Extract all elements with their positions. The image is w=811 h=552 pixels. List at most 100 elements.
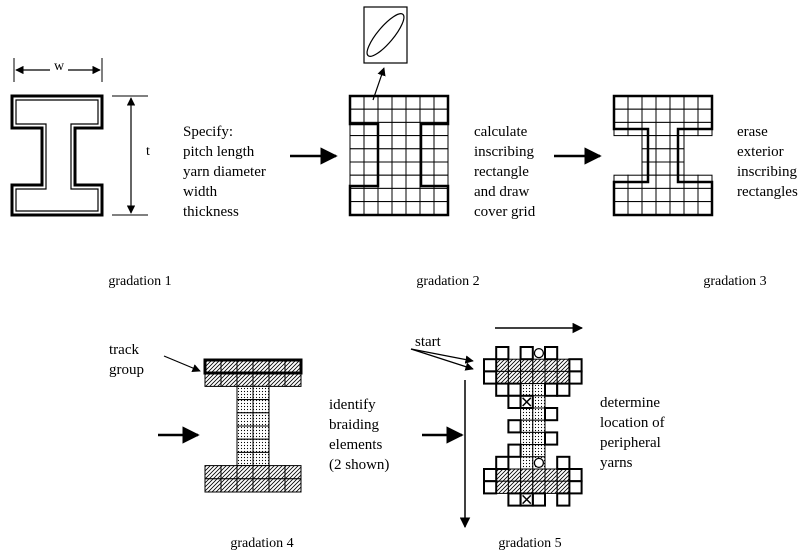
grid-cell bbox=[391, 121, 407, 137]
specify-line-1: Specify: bbox=[183, 124, 233, 140]
peripheral-yarn-cell bbox=[568, 370, 583, 385]
braiding-cell bbox=[204, 372, 222, 387]
braiding-cell bbox=[236, 385, 254, 401]
grid-cell bbox=[349, 187, 365, 203]
grid-cell bbox=[363, 108, 379, 123]
braiding-cell bbox=[236, 465, 254, 480]
braiding-cell bbox=[220, 465, 238, 480]
peripheral-yarn-cell bbox=[507, 382, 522, 397]
grid-cell bbox=[405, 201, 421, 216]
braiding-cell bbox=[236, 359, 254, 374]
gradation-2-label: gradation 2 bbox=[416, 274, 479, 289]
peripheral-yarn-cell bbox=[544, 407, 559, 422]
core-cell bbox=[495, 468, 509, 482]
core-cell bbox=[495, 358, 509, 372]
braiding-cell bbox=[236, 425, 254, 440]
grid-cell bbox=[391, 187, 407, 203]
grid-cell bbox=[363, 135, 379, 150]
braiding-cell bbox=[252, 399, 270, 414]
grid-cell bbox=[655, 161, 671, 176]
grid-cell bbox=[363, 95, 379, 110]
grid-cell bbox=[669, 201, 685, 216]
braiding-cell bbox=[284, 465, 302, 480]
braiding-cell bbox=[252, 359, 270, 374]
braiding-cell bbox=[252, 438, 270, 453]
grid-cell bbox=[697, 187, 713, 203]
core-cell bbox=[507, 468, 522, 482]
braiding-cell bbox=[204, 478, 222, 493]
core-cell bbox=[507, 480, 522, 494]
circle-marker bbox=[533, 457, 545, 469]
grid-cell bbox=[391, 135, 407, 150]
grid-cell bbox=[349, 135, 365, 150]
grid-cell bbox=[697, 201, 713, 216]
grid-cell bbox=[683, 95, 699, 110]
grid-cell bbox=[405, 121, 421, 137]
grid-cell bbox=[627, 201, 643, 216]
grid-cell bbox=[377, 121, 393, 137]
grid-cell bbox=[391, 174, 407, 189]
grid-cell bbox=[655, 135, 671, 150]
grid-cell bbox=[391, 148, 407, 163]
grid-cell bbox=[655, 174, 671, 189]
peripheral-yarn-cell bbox=[531, 492, 546, 507]
core-cell bbox=[495, 370, 509, 385]
peripheral-yarn-cell bbox=[556, 455, 571, 470]
grid-cell bbox=[655, 95, 671, 110]
gradation-3-label: gradation 3 bbox=[703, 274, 766, 289]
start-label: start bbox=[415, 334, 442, 350]
grid-cell bbox=[613, 95, 629, 110]
grid-cell bbox=[377, 201, 393, 216]
erase-line-2: exterior bbox=[737, 144, 784, 160]
core-cell bbox=[556, 468, 570, 482]
peripheral-yarn-cell bbox=[483, 480, 498, 495]
core-cell bbox=[532, 444, 546, 458]
grid-cell bbox=[669, 187, 685, 203]
track-group-line-1: track bbox=[109, 342, 139, 358]
grid-cell bbox=[683, 108, 699, 123]
grid-cell bbox=[433, 108, 449, 123]
peripheral-yarn-cell bbox=[495, 455, 510, 470]
braiding-cell bbox=[252, 385, 270, 401]
gradation-1-label: gradation 1 bbox=[108, 274, 171, 289]
x-marker bbox=[522, 397, 532, 407]
grid-cell bbox=[405, 135, 421, 150]
grid-cell bbox=[377, 148, 393, 163]
grid-cell bbox=[377, 135, 393, 150]
grid-cell bbox=[419, 95, 435, 110]
grid-cell bbox=[377, 95, 393, 110]
grid-cell bbox=[613, 201, 629, 216]
braiding-cell bbox=[268, 372, 286, 387]
grid-cell bbox=[419, 108, 435, 123]
grid-cell bbox=[363, 187, 379, 203]
grid-cell bbox=[349, 108, 365, 123]
braiding-cell bbox=[220, 478, 238, 493]
core-cell bbox=[507, 370, 522, 385]
grid-cell bbox=[669, 108, 685, 123]
width-dimension: w bbox=[13, 58, 103, 82]
braiding-cell bbox=[268, 478, 286, 493]
grid-cell bbox=[405, 148, 421, 163]
identify-line-4: (2 shown) bbox=[329, 457, 389, 473]
grid-cell bbox=[641, 95, 657, 110]
braiding-cell bbox=[236, 399, 254, 414]
grid-cell bbox=[613, 187, 629, 203]
grid-cell bbox=[627, 187, 643, 203]
grid-cell bbox=[405, 108, 421, 123]
calculate-line-1: calculate bbox=[474, 124, 528, 140]
grid-cell bbox=[405, 95, 421, 110]
core-cell bbox=[556, 480, 570, 494]
thickness-dimension: t bbox=[112, 95, 150, 216]
gradation-2-cover-grid bbox=[348, 94, 450, 217]
peripheral-yarn-cell bbox=[544, 346, 559, 361]
braiding-cell bbox=[252, 372, 270, 387]
grid-cell bbox=[377, 108, 393, 123]
braiding-cell bbox=[220, 372, 238, 387]
peripheral-yarn-cell bbox=[483, 468, 498, 483]
braiding-cell bbox=[252, 451, 270, 467]
peripheral-yarn-cell bbox=[483, 370, 498, 385]
calculate-line-4: and draw bbox=[474, 184, 530, 200]
braiding-cell bbox=[220, 359, 238, 374]
grid-cell bbox=[613, 108, 629, 123]
core-cell bbox=[520, 419, 534, 433]
